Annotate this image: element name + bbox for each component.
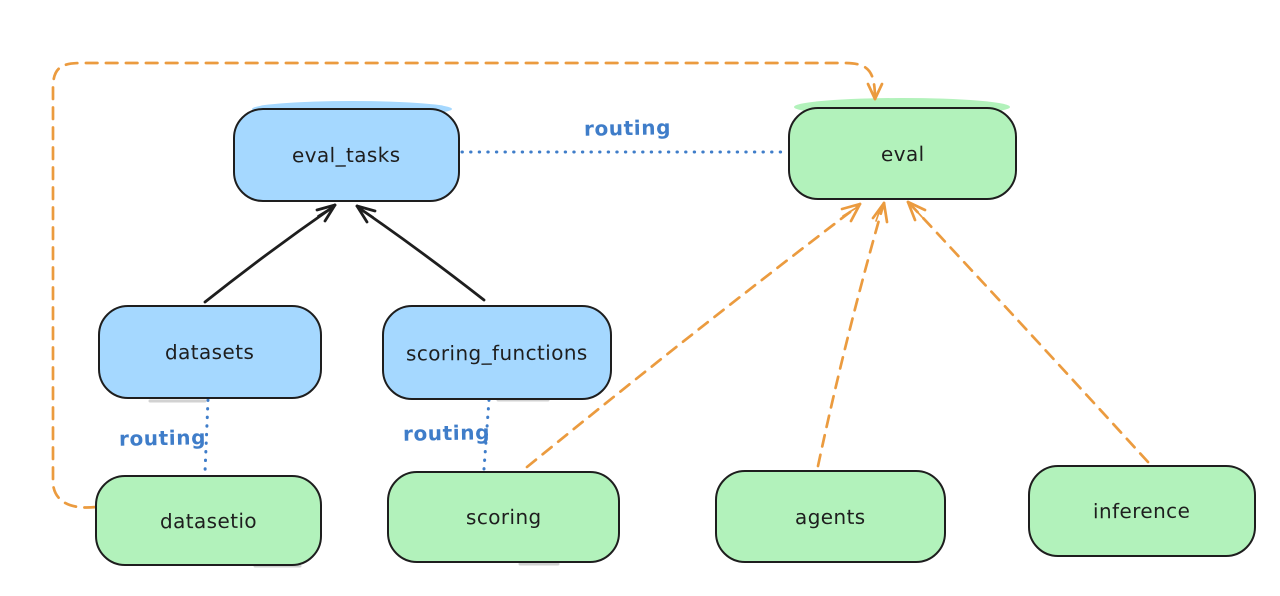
node-eval-label: eval bbox=[880, 141, 925, 166]
node-eval-tasks-label: eval_tasks bbox=[292, 142, 401, 168]
node-scoring-functions: scoring_functions bbox=[382, 305, 612, 400]
node-datasets-label: datasets bbox=[165, 339, 255, 365]
edge-label-routing-mid: routing bbox=[402, 420, 491, 446]
edge-routing-scoring-functions-to-scoring bbox=[482, 398, 491, 471]
node-eval-tasks: eval_tasks bbox=[233, 108, 460, 202]
node-scoring-functions-label: scoring_functions bbox=[406, 340, 588, 365]
node-scoring-label: scoring bbox=[465, 504, 542, 530]
edge-inference-to-eval bbox=[906, 200, 1150, 464]
edge-scoring-functions-to-eval-tasks bbox=[355, 204, 486, 302]
node-agents: agents bbox=[715, 470, 946, 563]
edge-label-routing-left: routing bbox=[118, 425, 207, 451]
node-scoring: scoring bbox=[387, 471, 620, 563]
node-eval: eval bbox=[788, 107, 1017, 200]
edge-routing-datasets-to-datasetio bbox=[203, 398, 210, 474]
edge-scoring-to-eval bbox=[525, 202, 862, 469]
sketch-shadow-marks bbox=[148, 398, 560, 568]
node-inference: inference bbox=[1028, 465, 1256, 557]
node-datasetio: datasetio bbox=[95, 475, 322, 566]
edge-label-routing-top: routing bbox=[583, 115, 672, 141]
node-datasets: datasets bbox=[98, 305, 322, 399]
edge-agents-to-eval bbox=[816, 201, 889, 468]
node-datasetio-label: datasetio bbox=[159, 508, 258, 533]
edge-datasets-to-eval-tasks bbox=[203, 203, 337, 304]
node-inference-label: inference bbox=[1093, 498, 1191, 524]
node-agents-label: agents bbox=[795, 504, 866, 529]
edge-datasetio-to-eval-loop bbox=[51, 61, 884, 509]
